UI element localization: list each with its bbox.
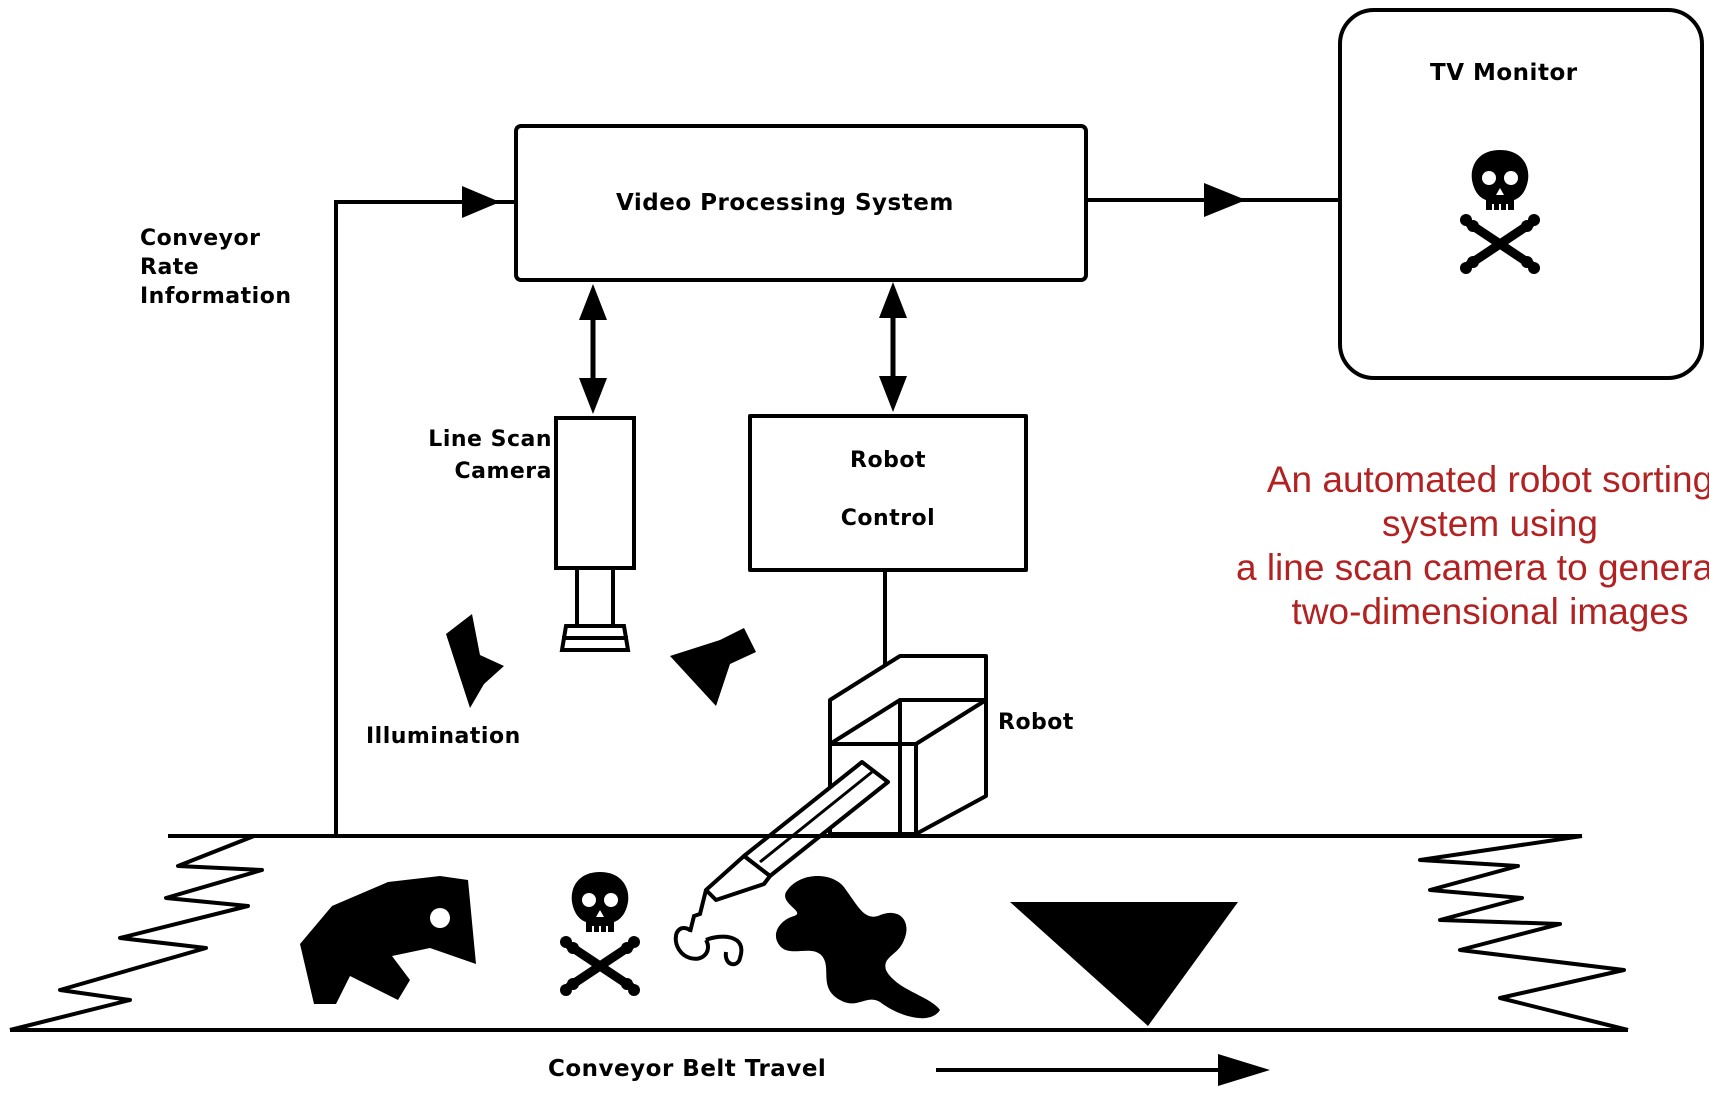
tv-monitor-label: TV Monitor [1430,60,1578,86]
caption-line-2: system using [1382,503,1598,544]
video-processing-label: Video Processing System [616,190,954,216]
conveyor-rate-line-2: Rate [140,255,200,280]
shape-a-icon [300,876,476,1004]
line-scan-camera [554,416,636,652]
conveyor-rate-line [334,200,516,838]
caption-line-1: An automated robot sorting [1266,459,1709,500]
robot-control-label-1: Robot [850,448,926,473]
caption-line-3: a line scan camera to generate [1235,547,1709,588]
conveyor-belt [9,834,1629,1032]
caption: An automated robot sorting system using … [1190,458,1709,634]
robot-control-label-2: Control [840,506,936,531]
line-scan-camera-line-1: Line Scan [428,427,552,452]
conveyor-rate-line-1: Conveyor [140,226,261,251]
robot-label: Robot [998,710,1074,735]
illumination-label: Illumination [366,724,521,749]
triangle-shape-icon [1010,902,1238,1026]
lamp-left-icon [446,614,504,708]
shape-a-hole [430,908,450,928]
rate-arrowhead-icon [462,186,500,218]
robot [673,570,988,967]
monitor-skull-icon [1460,150,1540,274]
belt-travel-arrowhead-icon [1218,1054,1270,1086]
camera-link-arrow [579,284,607,414]
conveyor-rate-line-3: Information [140,284,292,309]
tv-monitor-box [1338,8,1704,380]
line-scan-camera-line-2: Camera [454,459,552,484]
control-link-arrow [879,282,907,412]
conveyor-rate-label: Conveyor Rate Information [140,224,292,311]
robot-control-box [748,414,1028,572]
line-scan-camera-label: Line Scan Camera [386,424,552,488]
blob-shape-icon [775,876,940,1019]
lamp-right-icon [670,628,756,706]
conveyor-belt-travel-label: Conveyor Belt Travel [548,1056,827,1082]
monitor-arrowhead-icon [1204,183,1246,217]
skull-crossbones-icon [560,872,640,996]
caption-line-4: two-dimensional images [1291,591,1689,632]
